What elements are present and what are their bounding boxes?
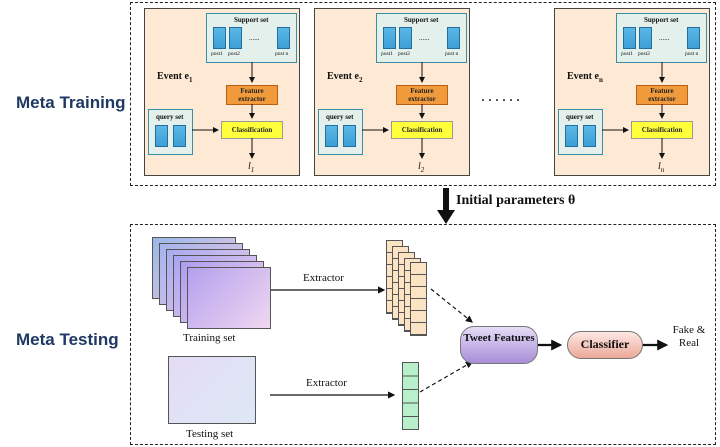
training-set-stack	[152, 237, 272, 333]
meta-training-frame	[130, 2, 716, 186]
post-tile	[229, 27, 242, 49]
post-label: post2	[228, 51, 240, 57]
query-set-title: query set	[566, 113, 594, 121]
query-tile	[343, 125, 356, 147]
query-tile	[583, 125, 596, 147]
extractor-bottom-label: Extractor	[306, 377, 347, 389]
post-tile	[447, 27, 460, 49]
post-label: post1	[621, 51, 633, 57]
post-tile	[277, 27, 290, 49]
post-label: post1	[211, 51, 223, 57]
query-set-title: query set	[156, 113, 184, 121]
post-tile	[399, 27, 412, 49]
support-set-box: Support set post1 post2 ...... post n	[616, 13, 707, 63]
post-label: post2	[398, 51, 410, 57]
post-label: post1	[381, 51, 393, 57]
loss-label: ln	[658, 161, 665, 174]
query-tile	[325, 125, 338, 147]
event-box-2: Support set post1 post2 ...... post n Fe…	[314, 8, 470, 176]
query-tile	[155, 125, 168, 147]
initial-parameters-label: Initial parameters θ	[456, 193, 576, 208]
query-tile	[173, 125, 186, 147]
post-ellipsis: ......	[659, 34, 670, 42]
training-feature-stack	[386, 240, 436, 336]
support-set-box: Support set post1 post2 ...... post n	[376, 13, 467, 63]
train-features-dashed-arrow	[430, 288, 473, 323]
query-set-box: query set	[148, 109, 193, 155]
query-set-title: query set	[326, 113, 354, 121]
events-ellipsis: · · · · · ·	[481, 93, 521, 107]
post-tile	[213, 27, 226, 49]
support-set-box: Support set post1 post2 ...... post n	[206, 13, 297, 63]
event-label: Event e2	[327, 71, 363, 84]
support-set-title: Support set	[404, 16, 439, 24]
event-label: Event e1	[157, 71, 193, 84]
query-tile	[565, 125, 578, 147]
tweet-features-node: Tweet Features	[460, 326, 538, 364]
testing-set-image	[168, 356, 256, 424]
initial-parameters-arrow	[437, 188, 455, 224]
post-tile	[687, 27, 700, 49]
post-tile	[383, 27, 396, 49]
post-tile	[623, 27, 636, 49]
loss-label: l1	[248, 161, 255, 174]
meta-training-label: Meta Training	[16, 93, 126, 112]
post-label: post2	[638, 51, 650, 57]
meta-testing-label: Meta Testing	[16, 330, 119, 349]
testing-set-label: Testing set	[186, 428, 234, 440]
test-features-dashed-arrow	[419, 361, 474, 393]
query-set-box: query set	[318, 109, 363, 155]
event-box-n: Support set post1 post2 ...... post n Fe…	[554, 8, 710, 176]
output-label: Fake & Real	[672, 324, 706, 349]
loss-label: l2	[418, 161, 425, 174]
classifier-node: Classifier	[567, 331, 643, 359]
event-label: Event en	[567, 71, 603, 84]
post-ellipsis: ......	[249, 34, 260, 42]
meta-testing-frame	[130, 224, 716, 445]
query-set-box: query set	[558, 109, 603, 155]
support-set-title: Support set	[234, 16, 269, 24]
event-box-1: Support set post1 post2 ...... post n Fe…	[144, 8, 300, 176]
post-tile	[639, 27, 652, 49]
extractor-top-label: Extractor	[303, 272, 344, 284]
post-label: post n	[685, 51, 699, 57]
post-label: post n	[275, 51, 289, 57]
post-label: post n	[445, 51, 459, 57]
testing-feature-column	[402, 362, 419, 430]
training-set-label: Training set	[183, 332, 236, 344]
feature-extractor-box: Feature extractor	[226, 85, 278, 105]
post-ellipsis: ......	[419, 34, 430, 42]
support-set-title: Support set	[644, 16, 679, 24]
